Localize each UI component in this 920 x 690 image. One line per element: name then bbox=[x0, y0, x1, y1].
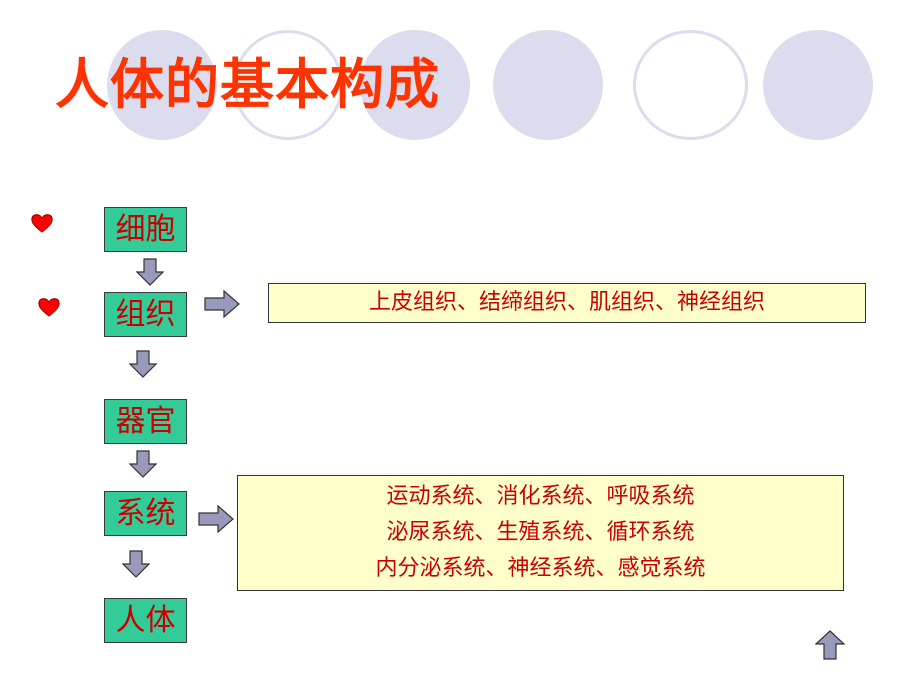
arrow-right-icon bbox=[204, 290, 240, 318]
decor-circle-6 bbox=[763, 30, 873, 140]
arrow-down-icon bbox=[136, 258, 164, 286]
step-human-body: 人体 bbox=[104, 598, 187, 643]
decor-circle-4 bbox=[493, 30, 603, 140]
system-types-line: 运动系统、消化系统、呼吸系统 bbox=[386, 484, 695, 509]
heart-icon bbox=[31, 214, 53, 233]
arrow-down-icon bbox=[129, 450, 157, 478]
step-system: 系统 bbox=[104, 491, 187, 536]
system-types-line: 泌尿系统、生殖系统、循环系统 bbox=[386, 520, 695, 545]
decor-circle-3 bbox=[360, 30, 470, 140]
step-organ: 器官 bbox=[104, 399, 187, 444]
decor-circle-5 bbox=[633, 30, 748, 140]
tissue-types-text: 上皮组织、结缔组织、肌组织、神经组织 bbox=[368, 290, 765, 315]
step-tissue: 组织 bbox=[104, 292, 187, 337]
arrow-right-icon bbox=[198, 505, 234, 533]
heart-icon bbox=[38, 298, 60, 317]
step-cell: 细胞 bbox=[104, 207, 187, 252]
page-title: 人体的基本构成 bbox=[55, 53, 440, 116]
decor-circle-1 bbox=[107, 30, 217, 140]
tissue-types-box: 上皮组织、结缔组织、肌组织、神经组织 bbox=[268, 283, 866, 323]
arrow-down-icon bbox=[122, 550, 150, 578]
system-types-line: 内分泌系统、神经系统、感觉系统 bbox=[375, 556, 706, 581]
system-types-box: 运动系统、消化系统、呼吸系统 泌尿系统、生殖系统、循环系统 内分泌系统、神经系统… bbox=[237, 475, 844, 591]
decor-circle-2 bbox=[233, 30, 343, 140]
arrow-up-icon[interactable] bbox=[815, 630, 845, 660]
arrow-down-icon bbox=[129, 350, 157, 378]
